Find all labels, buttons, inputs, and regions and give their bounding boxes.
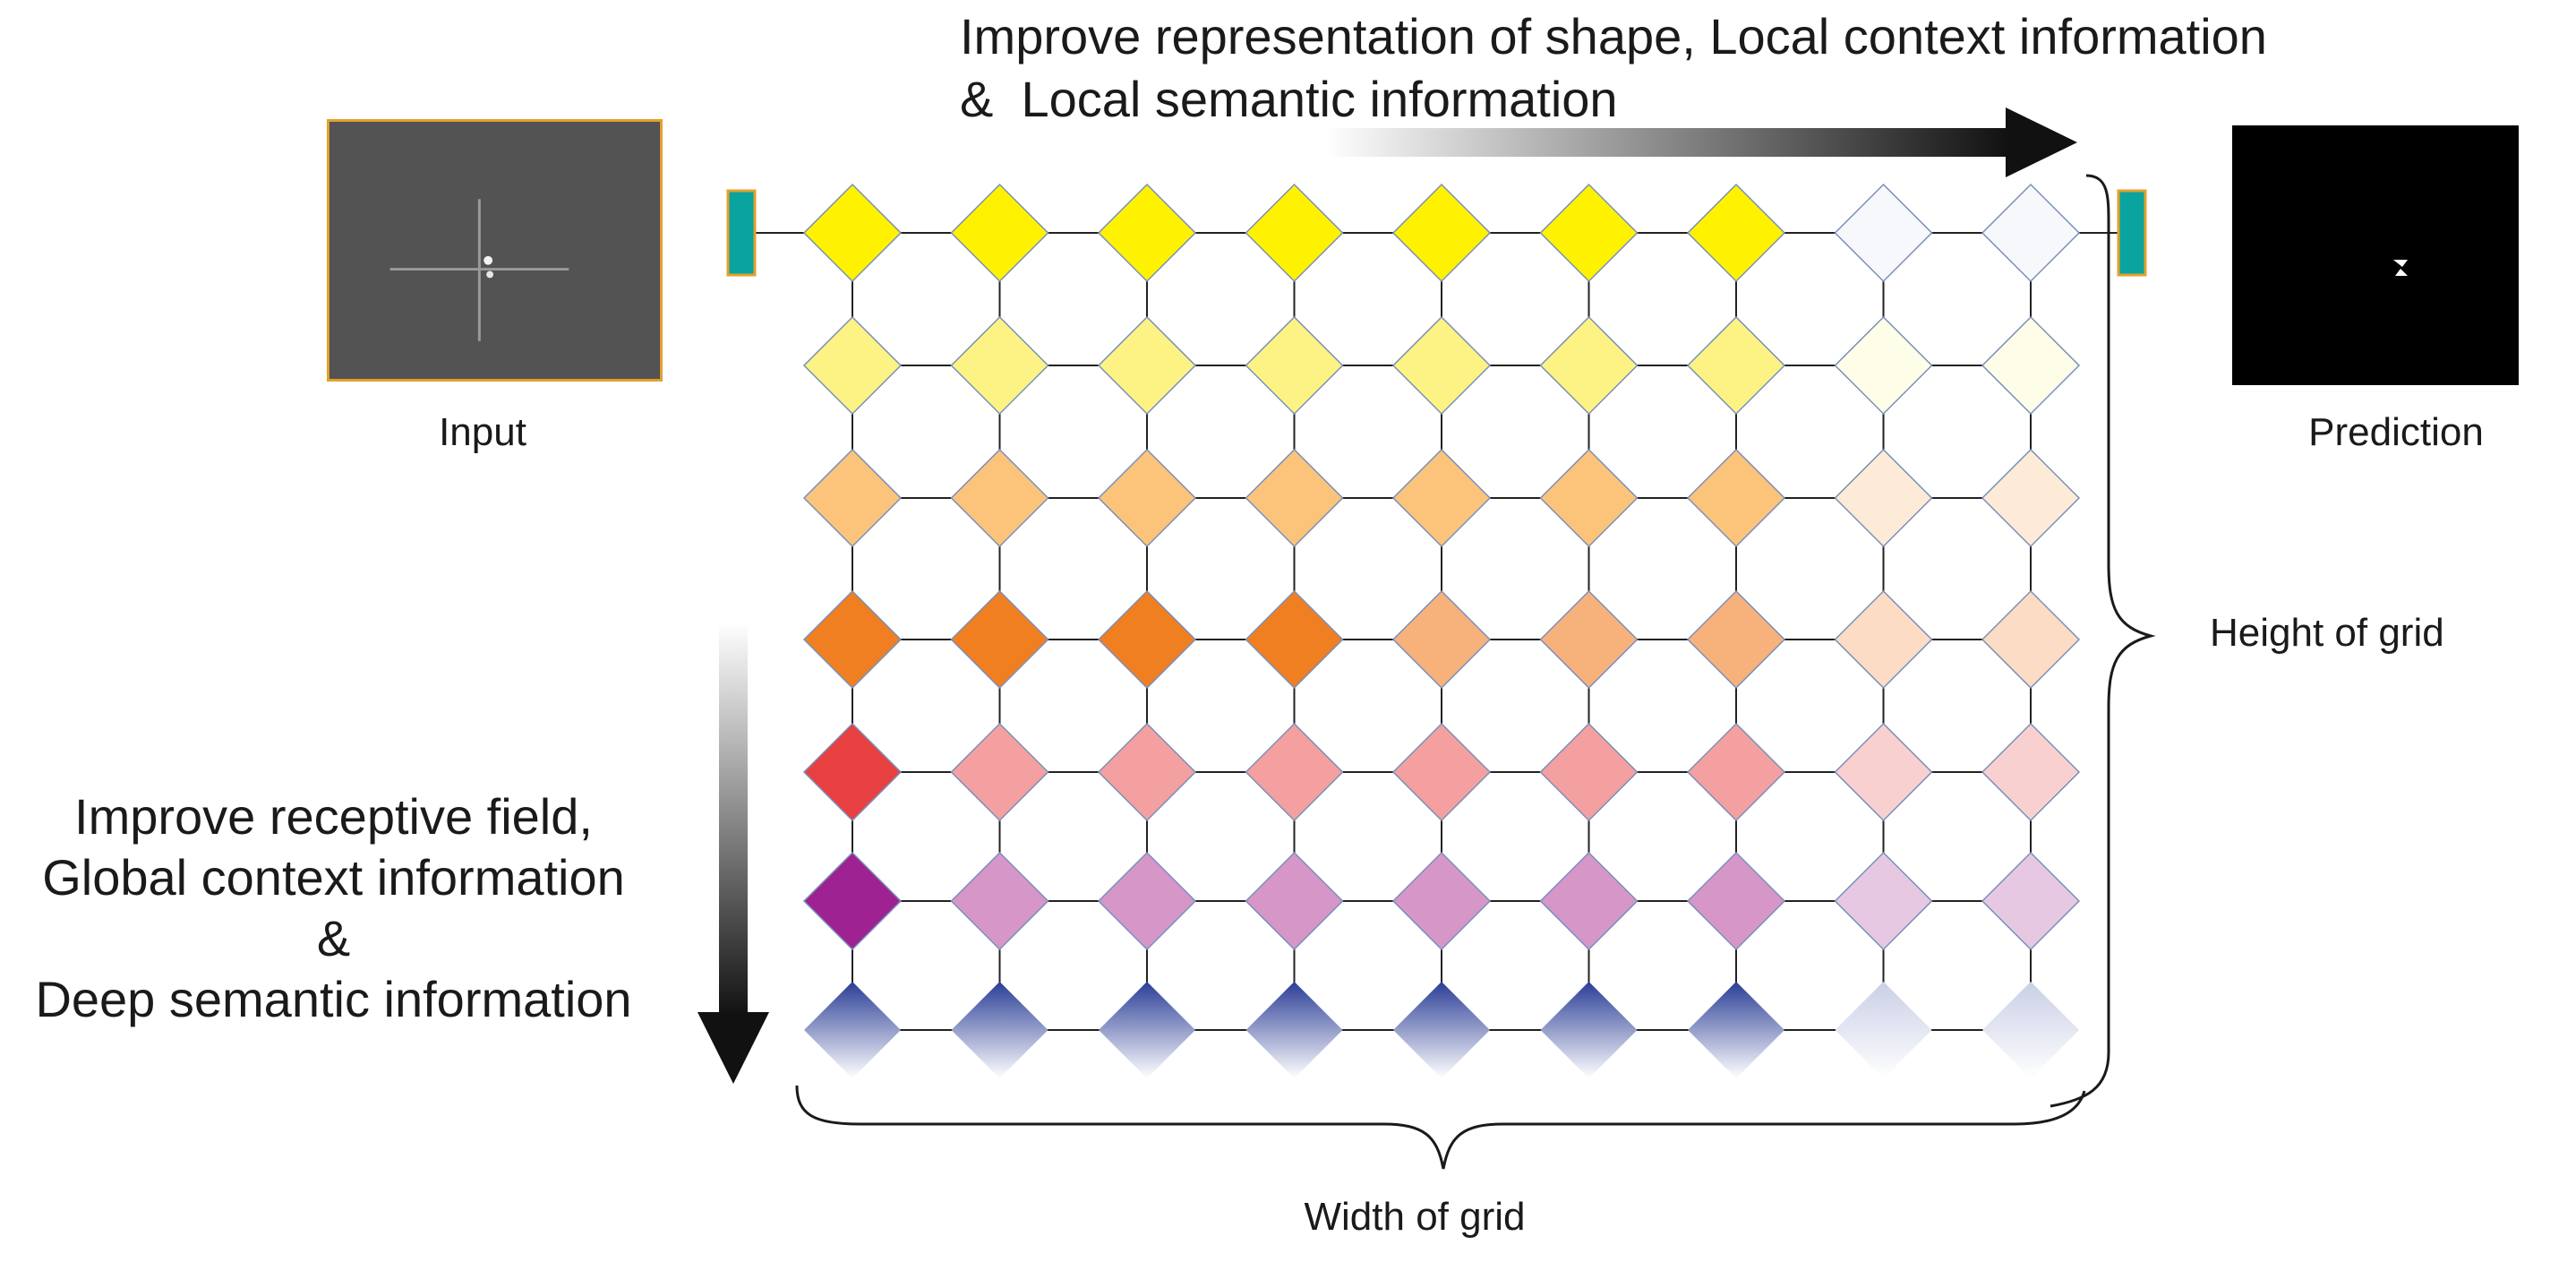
grid-node-r2-c8 bbox=[1834, 315, 1933, 416]
grid-node-r2-c7 bbox=[1686, 315, 1786, 416]
grid-node-r7-c2 bbox=[951, 982, 1048, 1078]
grid-node-r2-c9 bbox=[1981, 315, 2081, 416]
grid-node-r4-c6 bbox=[1539, 589, 1639, 690]
grid-node-r5-c3 bbox=[1097, 722, 1197, 822]
top-description-line-1: Improve representation of shape, Local c… bbox=[960, 8, 2267, 64]
left-description: Improve receptive field, Global context … bbox=[0, 786, 667, 1030]
input-label: Input bbox=[439, 410, 526, 454]
height-brace bbox=[2050, 174, 2156, 1108]
grid-node-r4-c7 bbox=[1686, 589, 1786, 690]
grid-node-r1-c4 bbox=[1245, 183, 1344, 283]
input-image bbox=[327, 119, 663, 382]
grid-node-r3-c5 bbox=[1391, 448, 1492, 548]
grid-node-r6-c5 bbox=[1391, 851, 1492, 951]
grid-node-r7-c4 bbox=[1245, 982, 1343, 1078]
grid-node-r7-c7 bbox=[1688, 982, 1784, 1078]
output-connector-block bbox=[2117, 189, 2147, 277]
gradient-down-arrow bbox=[697, 622, 769, 1084]
prediction-label: Prediction bbox=[2308, 410, 2484, 454]
grid-node-r5-c9 bbox=[1981, 722, 2081, 822]
width-brace bbox=[795, 1085, 2086, 1170]
height-of-grid-label: Height of grid bbox=[2210, 611, 2444, 655]
grid-node-r4-c5 bbox=[1391, 589, 1492, 690]
grid-node-r7-c3 bbox=[1099, 982, 1195, 1078]
grid-nodes bbox=[802, 183, 2081, 1078]
grid-node-r5-c7 bbox=[1686, 722, 1786, 822]
grid-node-r1-c9 bbox=[1981, 183, 2081, 283]
grid-node-r6-c8 bbox=[1834, 851, 1933, 951]
grid-node-r5-c8 bbox=[1834, 722, 1933, 822]
grid-node-r5-c2 bbox=[950, 722, 1049, 822]
top-description: Improve representation of shape, Local c… bbox=[960, 5, 2267, 131]
grid-node-r1-c5 bbox=[1391, 183, 1492, 283]
width-of-grid-label: Width of grid bbox=[1304, 1195, 1526, 1239]
grid-node-r1-c2 bbox=[950, 183, 1049, 283]
grid-node-r5-c5 bbox=[1391, 722, 1492, 822]
grid-node-r4-c2 bbox=[950, 589, 1049, 690]
left-description-line-3: & bbox=[316, 910, 351, 966]
grid-node-r1-c3 bbox=[1097, 183, 1197, 283]
grid-node-r7-c9 bbox=[1982, 982, 2079, 1078]
grid-node-r3-c6 bbox=[1539, 448, 1639, 548]
infrared-target-image bbox=[329, 122, 660, 379]
grid-node-r4-c1 bbox=[802, 589, 903, 690]
grid-node-r6-c3 bbox=[1097, 851, 1197, 951]
grid-node-r6-c6 bbox=[1539, 851, 1639, 951]
grid-node-r3-c2 bbox=[950, 448, 1049, 548]
grid-node-r1-c8 bbox=[1834, 183, 1933, 283]
grid-node-r6-c7 bbox=[1686, 851, 1786, 951]
grid-node-r2-c5 bbox=[1391, 315, 1492, 416]
gradient-right-arrow bbox=[1325, 107, 2077, 177]
prediction-image bbox=[2232, 125, 2519, 385]
grid-node-r7-c6 bbox=[1540, 982, 1638, 1078]
grid-node-r2-c1 bbox=[802, 315, 903, 416]
grid-node-r2-c6 bbox=[1539, 315, 1639, 416]
grid-node-r2-c2 bbox=[950, 315, 1049, 416]
grid-node-r7-c8 bbox=[1835, 982, 1932, 1078]
grid-node-r2-c3 bbox=[1097, 315, 1197, 416]
left-description-line-2: Global context information bbox=[42, 849, 625, 906]
grid-node-r4-c3 bbox=[1097, 589, 1197, 690]
grid-node-r1-c6 bbox=[1539, 183, 1639, 283]
grid-node-r1-c1 bbox=[802, 183, 903, 283]
grid-node-r6-c9 bbox=[1981, 851, 2081, 951]
top-description-line-2: & Local semantic information bbox=[960, 71, 1618, 127]
grid-node-r2-c4 bbox=[1245, 315, 1344, 416]
input-connector-block bbox=[726, 189, 757, 277]
grid-node-r3-c9 bbox=[1981, 448, 2081, 548]
grid-node-r6-c2 bbox=[950, 851, 1049, 951]
left-description-line-1: Improve receptive field, bbox=[74, 788, 593, 845]
grid-node-r3-c8 bbox=[1834, 448, 1933, 548]
grid-node-r3-c4 bbox=[1245, 448, 1344, 548]
grid-node-r3-c7 bbox=[1686, 448, 1786, 548]
left-description-line-4: Deep semantic information bbox=[35, 971, 632, 1027]
grid-node-r4-c8 bbox=[1834, 589, 1933, 690]
grid-node-r7-c5 bbox=[1393, 982, 1490, 1078]
grid-node-r7-c1 bbox=[804, 982, 901, 1078]
grid-node-r5-c1 bbox=[802, 722, 903, 822]
grid-node-r4-c9 bbox=[1981, 589, 2081, 690]
grid-node-r6-c1 bbox=[802, 851, 903, 951]
grid-node-r4-c4 bbox=[1245, 589, 1344, 690]
grid-node-r5-c4 bbox=[1245, 722, 1344, 822]
grid-node-r6-c4 bbox=[1245, 851, 1344, 951]
grid-node-r3-c1 bbox=[802, 448, 903, 548]
grid-node-r5-c6 bbox=[1539, 722, 1639, 822]
prediction-mask bbox=[2232, 125, 2519, 385]
grid-node-r3-c3 bbox=[1097, 448, 1197, 548]
grid-node-r1-c7 bbox=[1686, 183, 1786, 283]
